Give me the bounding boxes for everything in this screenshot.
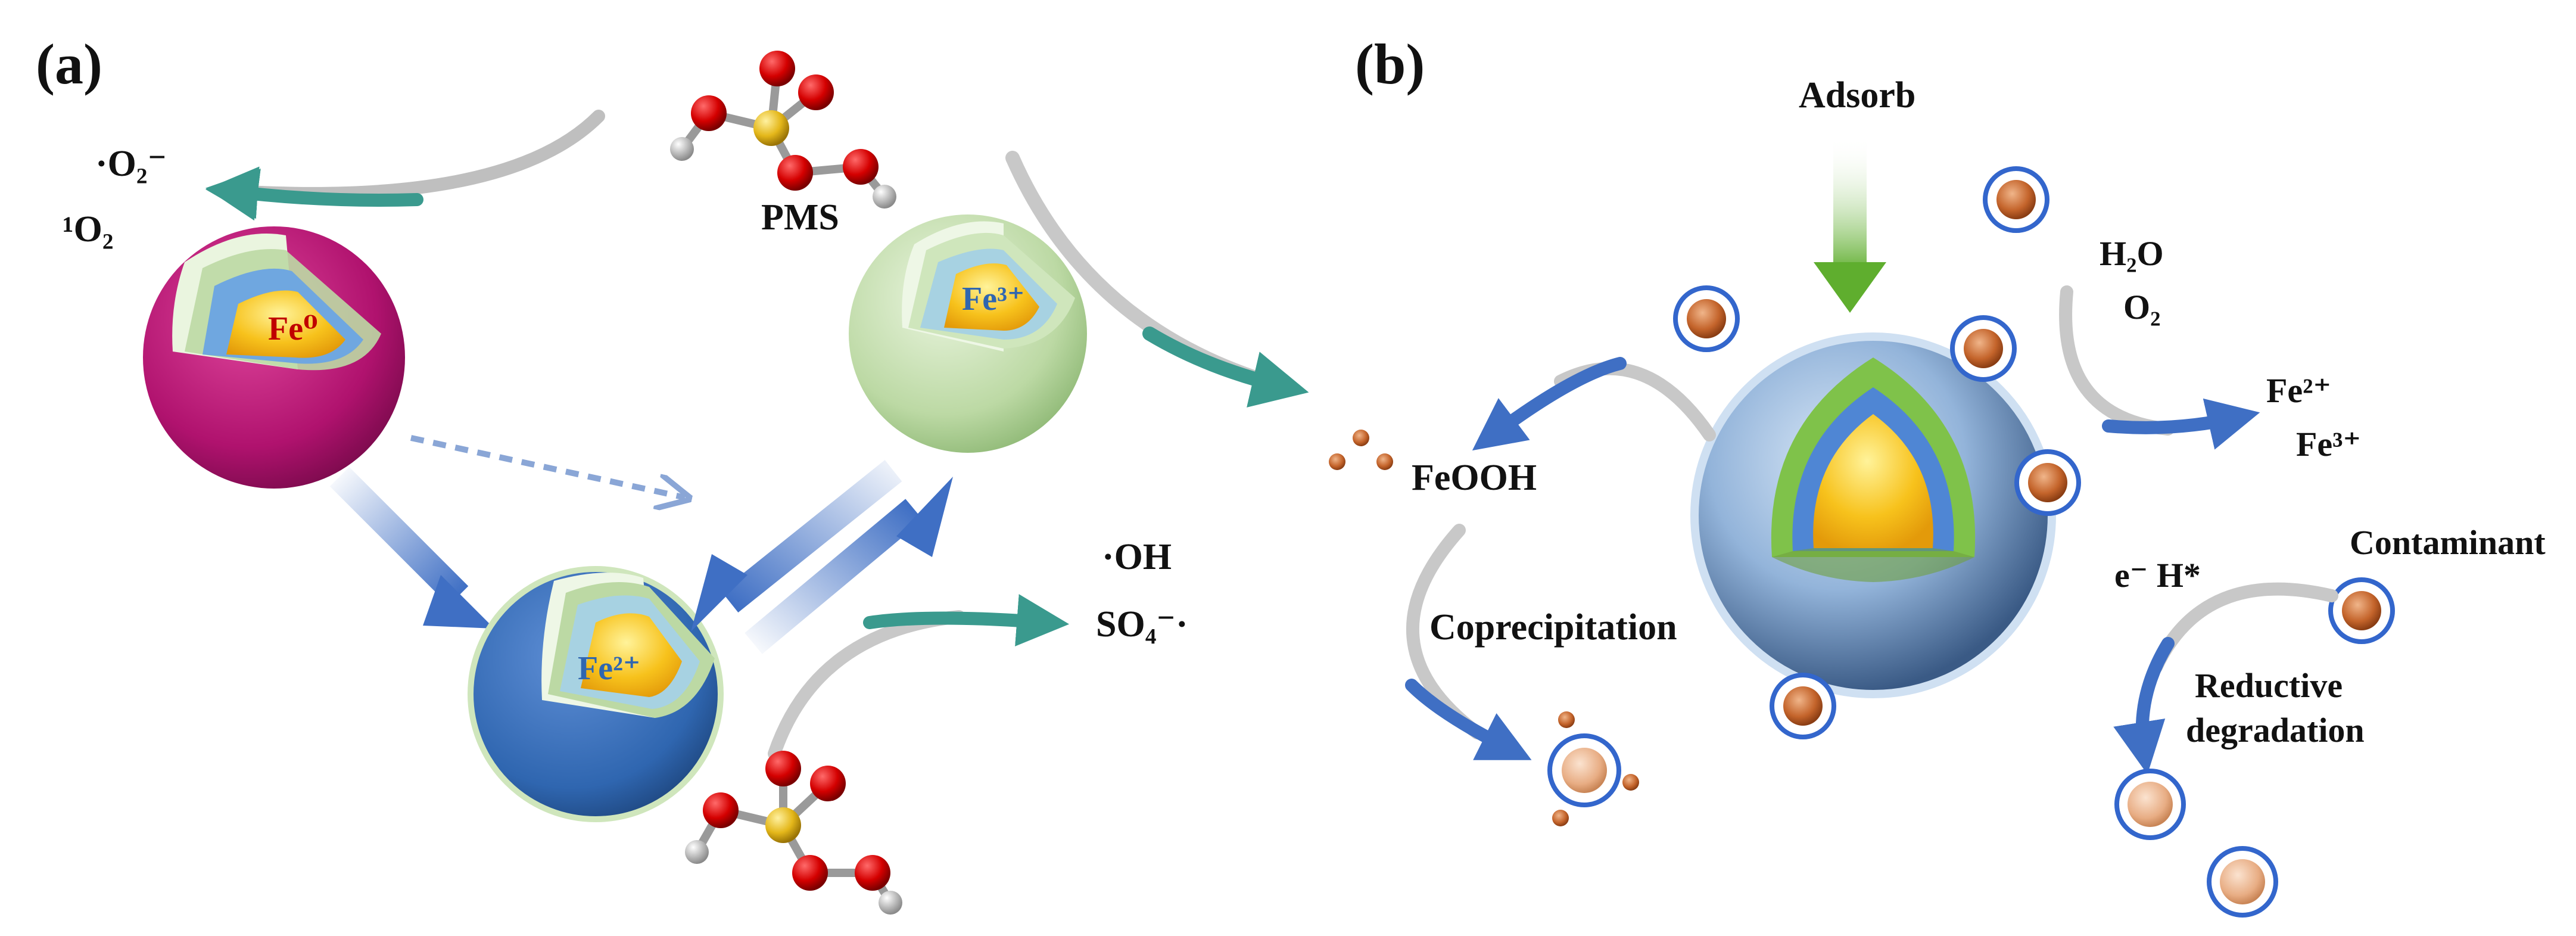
fe3-product-label: Fe³⁺ <box>2296 425 2361 464</box>
coprecipitation-label: Coprecipitation <box>1429 607 1677 648</box>
coprecipitated-particle <box>1547 711 1639 826</box>
arrow-teal-head-b <box>1142 326 1309 408</box>
arrow-reductive <box>2150 582 2338 674</box>
pms-molecule-top <box>670 51 896 209</box>
arrow-coprecipitation-head <box>1405 679 1532 760</box>
species-sulfate-radical: SO₄⁻· <box>1096 604 1188 645</box>
arrow-teal-head-c <box>863 594 1070 646</box>
species-superoxide: ·O₂⁻ <box>95 144 167 184</box>
arrow-pms-to-radicals <box>768 610 965 760</box>
contaminant-particle <box>1983 166 2049 233</box>
fe0-label: Fe⁰ <box>268 310 318 347</box>
arrow-reductive-head <box>2113 637 2175 775</box>
contaminant-particle <box>2014 449 2081 516</box>
adsorb-label: Adsorb <box>1799 75 1915 116</box>
fe2-label: Fe²⁺ <box>578 650 640 687</box>
adsorb-arrow <box>1833 137 1867 274</box>
fe3-label: Fe³⁺ <box>962 281 1024 318</box>
adsorb-arrow-head <box>1814 262 1886 313</box>
arrow-pms-to-superoxide <box>205 110 605 219</box>
dotted-arrow-fe0-to-fe3 <box>410 435 685 497</box>
arrow-fe2-to-fe3 <box>745 499 923 654</box>
feooh-label: FeOOH <box>1412 458 1537 498</box>
arrow-fe0-to-fe2 <box>329 467 469 606</box>
fe0-particle: Fe⁰ <box>143 226 405 489</box>
species-singlet-oxygen: ¹O₂ <box>63 209 113 250</box>
pms-label: PMS <box>761 197 839 238</box>
fe3-particle: Fe³⁺ <box>849 214 1087 453</box>
contaminant-particle <box>1950 315 2017 382</box>
contaminant-particle <box>1673 285 1740 352</box>
pms-molecule-bottom <box>685 751 902 915</box>
arrow-fe3-to-fe2-head <box>691 554 747 632</box>
degraded-particle <box>2114 769 2186 840</box>
fe2-particle: Fe²⁺ <box>468 566 724 822</box>
panel-b-label: (b) <box>1355 32 1425 96</box>
contaminant-particle <box>1770 673 1836 739</box>
arrow-fe0-to-fe2-head <box>423 575 494 629</box>
degraded-particle <box>2207 846 2278 918</box>
contaminant-particle <box>2328 577 2395 644</box>
contaminant-label: Contaminant <box>2350 523 2546 562</box>
o2-label: O₂ <box>2123 288 2161 326</box>
panel-a-label: (a) <box>36 32 102 96</box>
reductive-label-1: Reductive <box>2195 666 2343 705</box>
species-hydroxyl: ·OH <box>1102 537 1172 577</box>
fe2-product-label: Fe²⁺ <box>2266 371 2331 410</box>
arrow-fe3-to-fe2 <box>721 460 902 612</box>
electron-hydrogen-label: e⁻ H* <box>2114 556 2201 595</box>
arrow-to-feooh-head <box>1472 357 1627 451</box>
arrow-teal-head <box>205 168 423 221</box>
reductive-label-2: degradation <box>2186 711 2365 750</box>
h2o-label: H₂O <box>2100 234 2164 273</box>
arrow-oxidation-head <box>2102 398 2260 450</box>
arrow-fe2-to-fe3-head <box>896 477 953 557</box>
central-particle <box>1690 332 2056 698</box>
feooh-dots <box>1329 430 1393 470</box>
